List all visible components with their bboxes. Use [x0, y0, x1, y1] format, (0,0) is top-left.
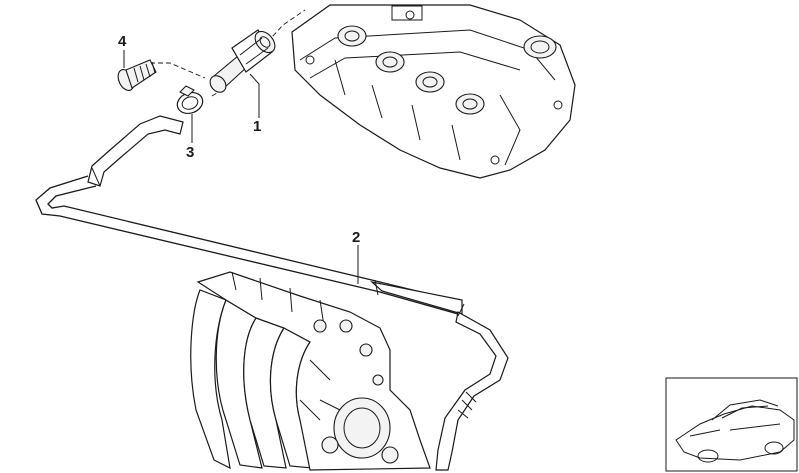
leader-line-1 — [249, 73, 260, 118]
leader-lines — [123, 50, 359, 284]
part-1-valve — [209, 29, 276, 93]
cylinder-head-cover — [291, 4, 576, 179]
callout-4: 4 — [118, 33, 127, 50]
vehicle-thumbnail — [665, 377, 798, 472]
callout-3: 3 — [186, 144, 194, 161]
part-3-hose-clamp — [176, 85, 204, 114]
part-2-vent-hose — [35, 115, 509, 471]
intake-manifold — [190, 271, 431, 471]
part-4-screw — [117, 59, 157, 91]
callout-1: 1 — [253, 118, 261, 135]
callout-2: 2 — [352, 229, 360, 246]
